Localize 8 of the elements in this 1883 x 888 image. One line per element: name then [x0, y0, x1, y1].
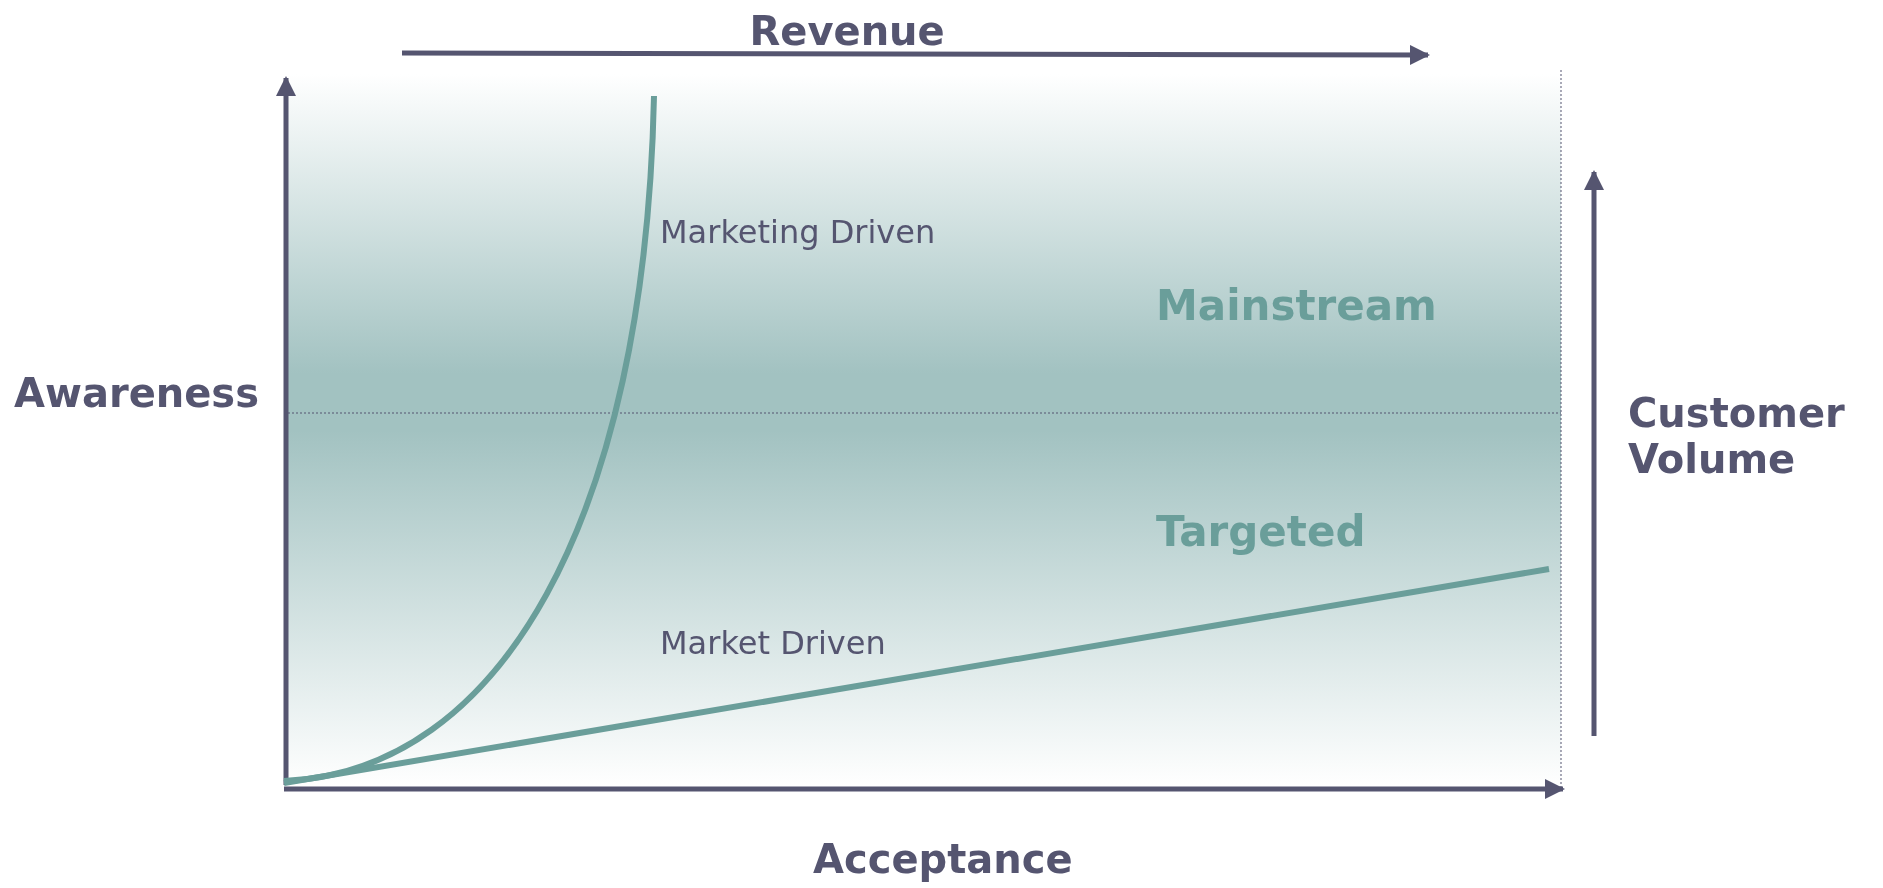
axis-label: Acceptance	[813, 836, 1073, 882]
region-label: Targeted	[1156, 508, 1366, 557]
axis-label: Revenue	[749, 8, 945, 54]
curve-label: Marketing Driven	[660, 214, 936, 251]
curve-label: Market Driven	[660, 625, 886, 662]
axis-label: Awareness	[14, 370, 259, 416]
region-label: Mainstream	[1156, 282, 1437, 331]
axis-label: Customer Volume	[1628, 390, 1846, 482]
